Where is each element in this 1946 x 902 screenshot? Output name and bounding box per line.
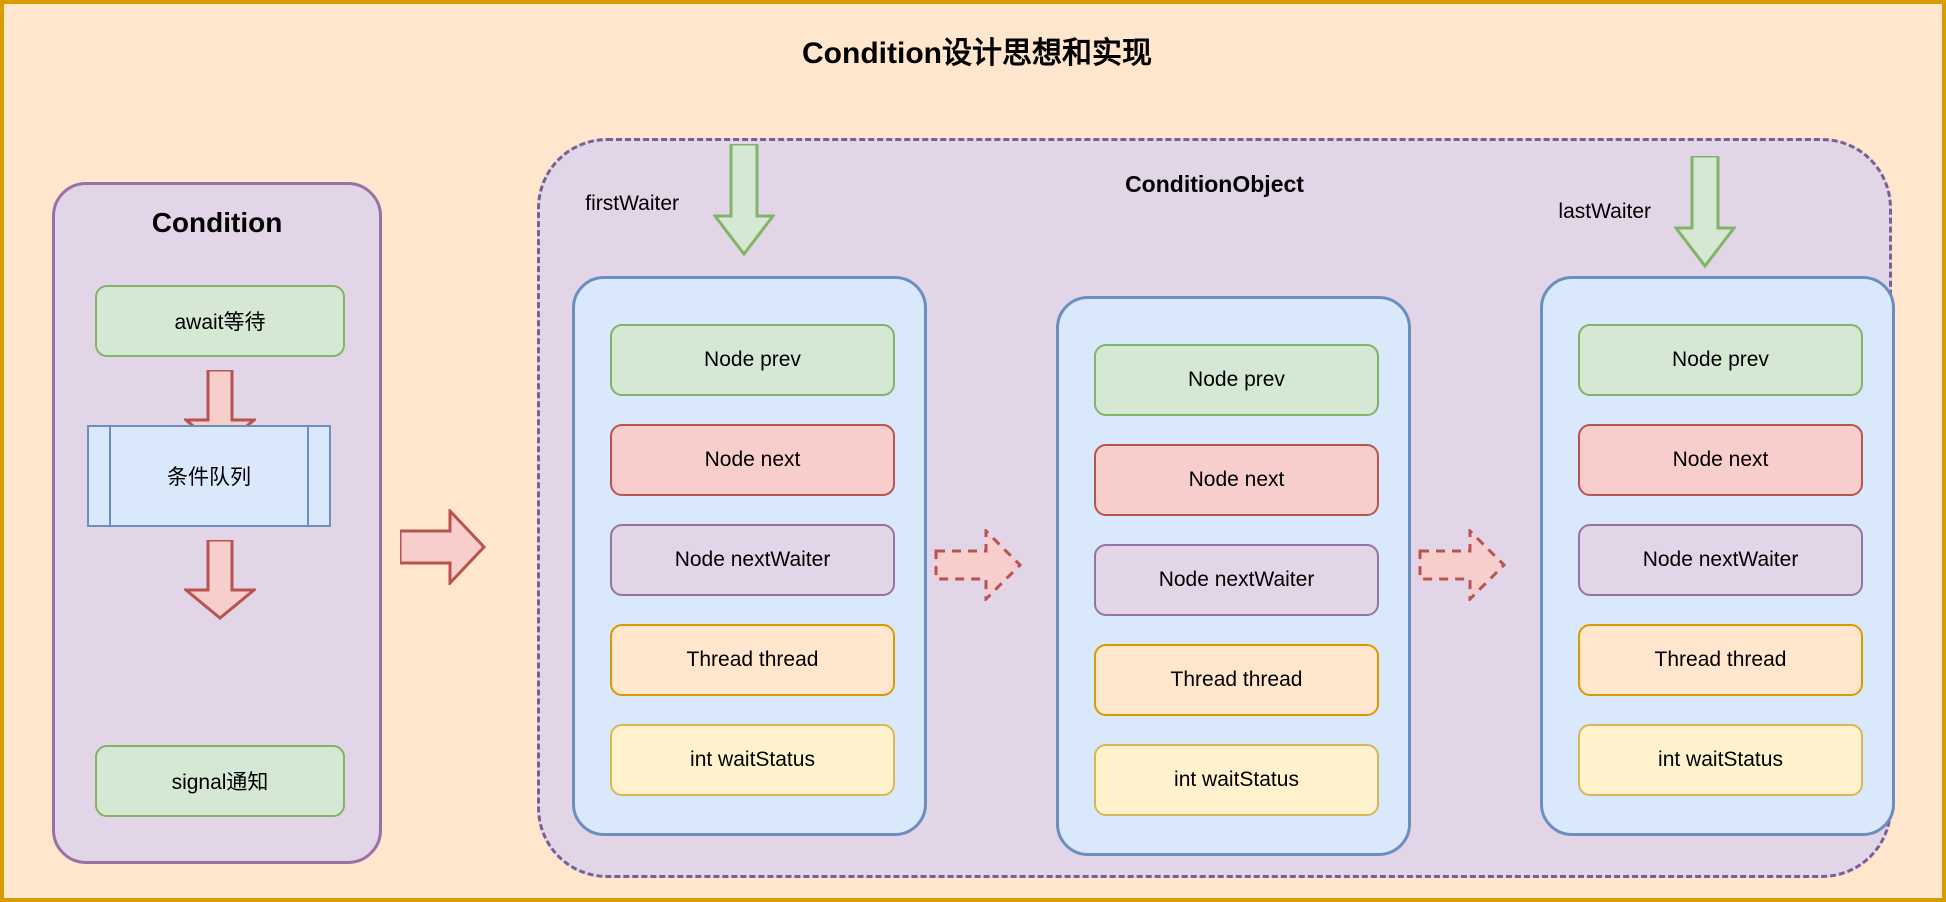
condition-panel-title: Condition [151,207,283,238]
field-node-next[interactable]: Node next [610,424,895,496]
field-node-next[interactable]: Node next [1094,444,1379,516]
arrow-down-icon [1672,154,1738,269]
page-title: Condition设计思想和实现 [802,37,1152,70]
field-thread-thread[interactable]: Thread thread [1094,644,1379,716]
field-int-waitstatus[interactable]: int waitStatus [1094,744,1379,816]
condition-panel: Condition await等待 条件队列 signal通知 [52,182,382,864]
field-int-waitstatus[interactable]: int waitStatus [1578,724,1863,796]
node-card-last[interactable]: Node prev Node next Node nextWaiter Thre… [1540,276,1895,836]
condition-object-title: ConditionObject [1125,171,1304,197]
node-card-first[interactable]: Node prev Node next Node nextWaiter Thre… [572,276,927,836]
field-node-nextwaiter[interactable]: Node nextWaiter [1578,524,1863,596]
last-waiter-label: lastWaiter [1558,200,1651,223]
condition-queue-shape[interactable]: 条件队列 [87,425,331,527]
signal-box-label: signal通知 [171,771,269,794]
queue-right-bar [307,427,309,525]
arrow-right-icon [398,507,487,587]
field-node-prev[interactable]: Node prev [1578,324,1863,396]
node-card-middle[interactable]: Node prev Node next Node nextWaiter Thre… [1056,296,1411,856]
arrow-right-dashed-icon [934,527,1023,603]
field-node-nextwaiter[interactable]: Node nextWaiter [610,524,895,596]
field-node-next[interactable]: Node next [1578,424,1863,496]
field-int-waitstatus[interactable]: int waitStatus [610,724,895,796]
field-node-nextwaiter[interactable]: Node nextWaiter [1094,544,1379,616]
field-node-prev[interactable]: Node prev [610,324,895,396]
arrow-down-icon [181,538,259,620]
await-box-label: await等待 [174,311,266,334]
await-box[interactable]: await等待 [95,285,345,357]
signal-box[interactable]: signal通知 [95,745,345,817]
arrow-down-icon [711,142,777,257]
first-waiter-label: firstWaiter [585,192,679,215]
queue-left-bar [109,427,111,525]
arrow-right-dashed-icon [1418,527,1507,603]
field-node-prev[interactable]: Node prev [1094,344,1379,416]
condition-queue-label: 条件队列 [167,466,251,489]
field-thread-thread[interactable]: Thread thread [1578,624,1863,696]
field-thread-thread[interactable]: Thread thread [610,624,895,696]
